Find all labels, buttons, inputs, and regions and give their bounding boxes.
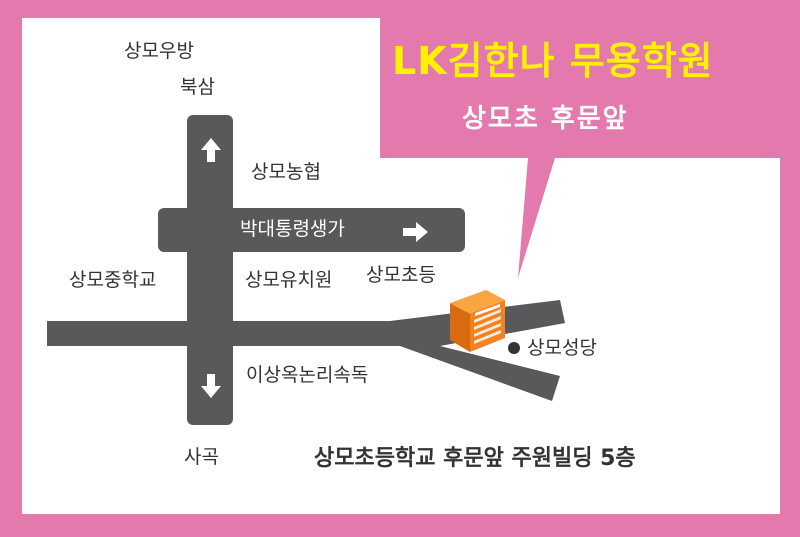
cathedral-marker-icon <box>508 342 520 354</box>
place-sagok: 사곡 <box>184 446 219 468</box>
place-isangok-logic: 이상옥논리속독 <box>246 364 369 386</box>
place-sangmo-middle-school: 상모중학교 <box>69 269 157 291</box>
banner-bubble <box>380 18 780 278</box>
address-text: 상모초등학교 후문앞 주원빌딩 5층 <box>314 446 636 471</box>
academy-subtitle: 상모초 후문앞 <box>462 104 629 134</box>
academy-title: LK김한나 무용학원 <box>392 39 714 83</box>
arrow-right-icon <box>403 222 428 242</box>
place-buksam: 북삼 <box>180 76 215 98</box>
place-sangmo-cathedral: 상모성당 <box>527 337 597 359</box>
arrow-up-icon <box>201 138 221 162</box>
park-road <box>158 208 465 252</box>
vertical-road <box>187 115 233 425</box>
arrow-down-icon <box>201 374 221 398</box>
place-sangmo-ubang: 상모우방 <box>124 40 194 62</box>
place-sangmo-elementary: 상모초등 <box>366 264 436 286</box>
place-sangmo-nonghyup: 상모농협 <box>251 161 321 183</box>
building-icon <box>450 290 505 352</box>
park-road-label: 박대통령생가 <box>240 218 345 240</box>
place-sangmo-kindergarten: 상모유치원 <box>245 269 333 291</box>
